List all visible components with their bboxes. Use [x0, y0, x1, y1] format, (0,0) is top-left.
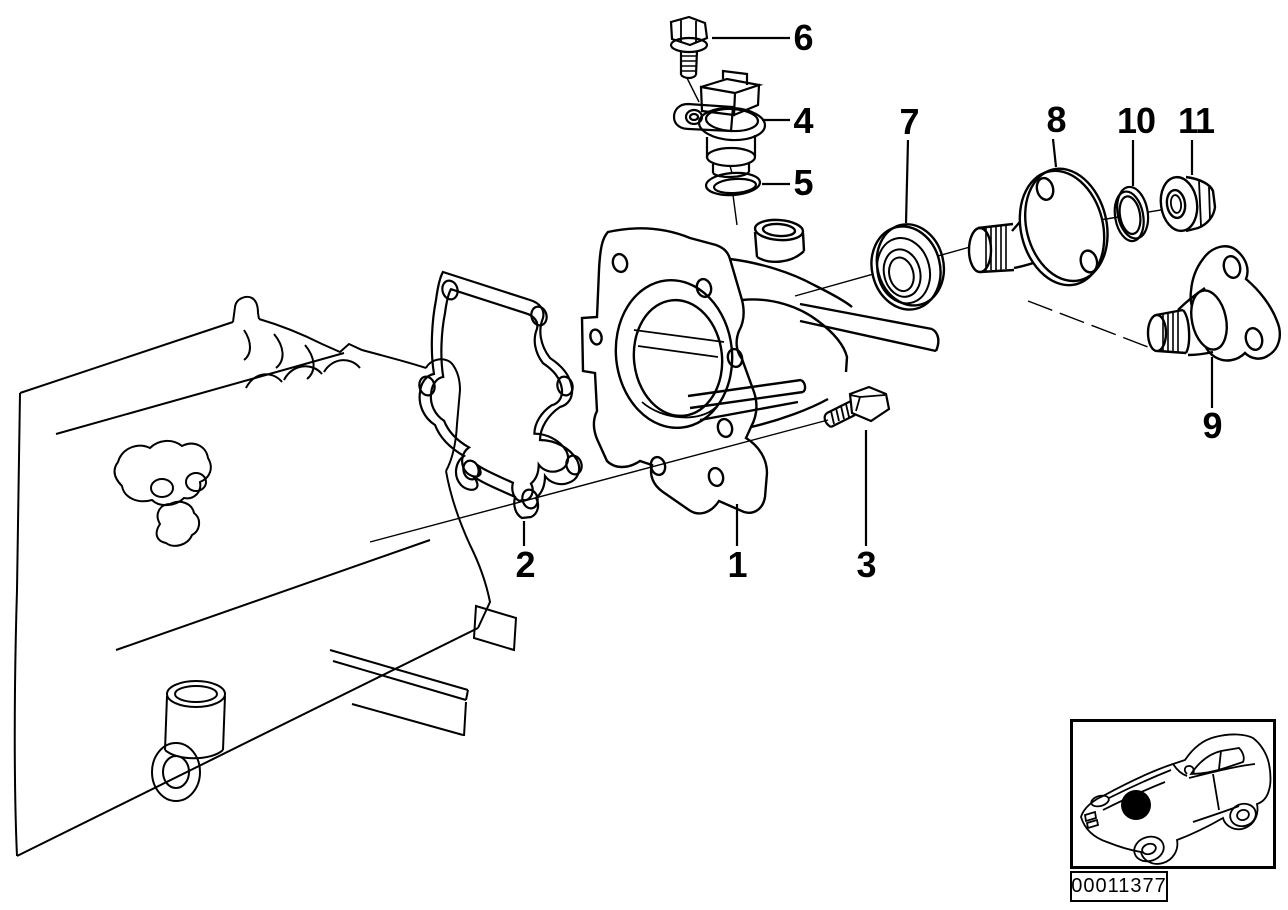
callout-6: 6 — [793, 17, 813, 58]
image-code: 00011377 — [1071, 875, 1167, 897]
callout-8: 8 — [1046, 99, 1066, 140]
callout-9: 9 — [1202, 405, 1222, 446]
line-bolt6-to-sensor — [687, 78, 699, 102]
output-flange-drawing — [969, 160, 1120, 294]
shaft-seal-drawing — [863, 217, 953, 317]
housing-opening-outer — [609, 274, 740, 433]
side-windows — [1189, 747, 1245, 775]
bolt-6-drawing — [671, 17, 707, 78]
car-location-inset — [1070, 719, 1276, 869]
kidney-grille — [1083, 810, 1100, 830]
spline-hatching — [986, 226, 1006, 271]
axis-line-alt-flange — [1028, 301, 1148, 347]
callout-10: 10 — [1116, 100, 1156, 141]
alignment-line-gasket-bolt — [370, 420, 828, 542]
leader-8 — [1053, 139, 1056, 167]
callout-11: 11 — [1177, 100, 1215, 141]
callout-4: 4 — [793, 100, 813, 141]
o-ring-drawing — [705, 171, 760, 197]
callout-2: 2 — [515, 544, 535, 585]
transmission-body-drawing — [15, 297, 516, 856]
image-code-box: 00011377 — [1070, 871, 1168, 902]
leader-7 — [906, 140, 908, 223]
leader-lines — [524, 38, 1212, 546]
mirror — [1183, 765, 1195, 775]
output-flange-alt-drawing — [1148, 246, 1280, 360]
spacer-washer-drawing — [1110, 184, 1152, 243]
location-dot — [1121, 790, 1151, 820]
rear-wheel — [1229, 802, 1257, 828]
car-icon — [1080, 733, 1272, 865]
speed-sensor-drawing — [674, 71, 766, 177]
bolt-3-drawing — [825, 387, 889, 427]
gasket-drawing — [417, 272, 583, 518]
extension-housing-drawing — [582, 218, 938, 513]
car-body-outline — [1080, 733, 1272, 865]
line-oring-to-port — [733, 195, 737, 225]
callout-1: 1 — [727, 544, 747, 585]
tail-bar — [800, 304, 938, 351]
callout-5: 5 — [793, 162, 813, 203]
spline-hatching — [1163, 312, 1178, 352]
sensor-port — [754, 218, 803, 241]
callout-3: 3 — [856, 544, 876, 585]
line-sensor-to-oring — [730, 166, 732, 173]
front-wheel — [1133, 835, 1165, 863]
body-hole-outer — [152, 743, 200, 801]
headlight — [1090, 794, 1110, 808]
body-seam-lines — [56, 353, 430, 650]
collar-nut-drawing — [1157, 175, 1215, 233]
boss-ring-outer — [167, 681, 225, 707]
callout-7: 7 — [899, 101, 919, 142]
